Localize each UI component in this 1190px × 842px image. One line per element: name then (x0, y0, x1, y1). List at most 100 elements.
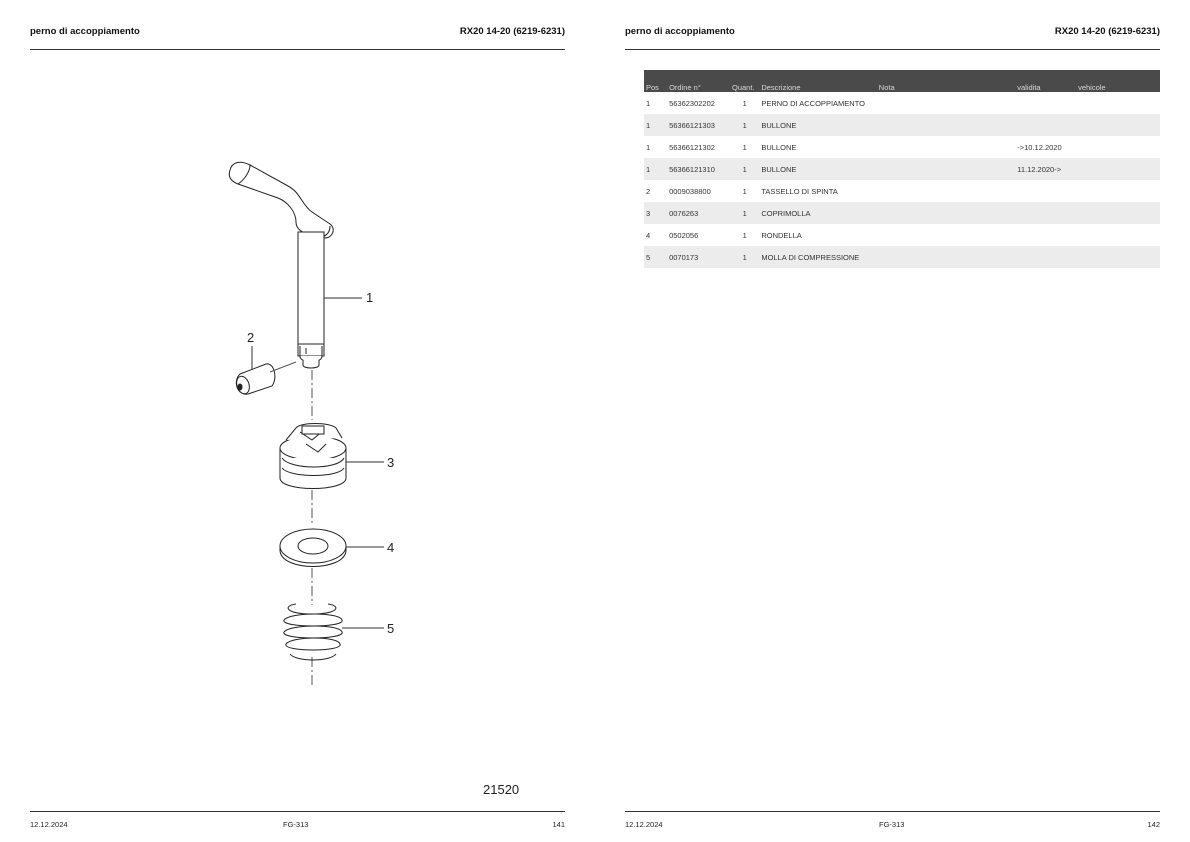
cell-quant: 1 (729, 202, 760, 224)
parts-table: Pos Ordine n° Quant. Descrizione Nota va… (644, 70, 1160, 268)
cell-descrizione: MOLLA DI COMPRESSIONE (759, 246, 877, 268)
callout-5: 5 (387, 621, 395, 636)
part-5-compression-spring (283, 603, 343, 661)
cell-nota (876, 246, 1016, 268)
cell-descrizione: COPRIMOLLA (759, 202, 877, 224)
table-row: 1 56366121302 1 BULLONE ->10.12.2020 (644, 136, 1160, 158)
cell-vehicole (1076, 114, 1160, 136)
cell-nota (876, 114, 1016, 136)
header-quant: Quant. (729, 70, 760, 92)
cell-vehicole (1076, 158, 1160, 180)
callout-4: 4 (387, 540, 395, 555)
exploded-drawing (228, 161, 384, 685)
callout-2: 2 (247, 330, 255, 345)
cell-descrizione: RONDELLA (761, 230, 802, 240)
page-title: perno di accoppiamento (625, 26, 735, 37)
cell-validita (1015, 180, 1076, 202)
cell-ordine: 0076263 (667, 202, 730, 224)
footer-date: 12.12.2024 (30, 820, 68, 829)
cell-vehicole (1076, 224, 1160, 246)
cell-nota (876, 158, 1016, 180)
cell-pos: 5 (644, 246, 668, 268)
cell-pos: 3 (644, 202, 668, 224)
footer-page-number: 142 (1147, 820, 1160, 829)
footer-group: FG-313 (283, 820, 309, 829)
footer-rule (625, 811, 1160, 812)
cell-quant: 1 (742, 142, 747, 152)
header-ordine: Ordine n° (667, 70, 730, 92)
cell-quant: 1 (729, 158, 760, 180)
cell-vehicole (1076, 202, 1160, 224)
header-descrizione: Descrizione (759, 70, 877, 92)
cell-nota (877, 92, 1015, 114)
cell-descrizione: BULLONE (761, 142, 797, 152)
cell-vehicole (1076, 92, 1160, 114)
cell-nota (876, 202, 1016, 224)
table-row: 1 56366121303 1 BULLONE (644, 114, 1160, 136)
page-title: perno di accoppiamento (30, 26, 140, 37)
cell-validita (1015, 202, 1077, 224)
cell-ordine: 0009038800 (669, 186, 711, 196)
footer-page-number: 141 (552, 820, 565, 829)
cell-nota (877, 136, 1015, 158)
cell-vehicole (1076, 246, 1160, 268)
table-row: 5 0070173 1 MOLLA DI COMPRESSIONE (644, 246, 1160, 268)
table-row: 1 56366121310 1 BULLONE 11.12.2020-> (644, 158, 1160, 180)
cell-validita: ->10.12.2020 (1017, 142, 1062, 152)
header-vehicole: vehicole (1076, 70, 1160, 92)
cell-pos: 1 (646, 142, 651, 152)
cell-validita: 11.12.2020-> (1015, 158, 1077, 180)
model-label: RX20 14-20 (6219-6231) (459, 26, 565, 37)
cell-descrizione: PERNO DI ACCOPPIAMENTO (761, 98, 865, 108)
callout-1: 1 (366, 290, 374, 305)
cell-quant: 1 (742, 98, 747, 108)
table-row: 1 56362302202 1 PERNO DI ACCOPPIAMENTO (644, 92, 1160, 114)
cell-ordine: 56366121310 (667, 158, 730, 180)
table-row: 2 0009038800 1 TASSELLO DI SPINTA (644, 180, 1160, 202)
cell-ordine: 56362302202 (669, 98, 715, 108)
part-3-spring-cover (279, 423, 347, 489)
right-page: perno di accoppiamento RX20 14-20 (6219-… (595, 0, 1190, 842)
part-2-thrust-plug (235, 361, 297, 395)
footer-rule (30, 811, 565, 812)
cell-descrizione: BULLONE (759, 114, 877, 136)
cell-pos: 1 (646, 98, 651, 108)
table-row: 4 0502056 1 RONDELLA (644, 224, 1160, 246)
cell-validita (1015, 224, 1076, 246)
cell-vehicole (1076, 180, 1160, 202)
cell-ordine: 0070173 (667, 246, 730, 268)
footer-group: FG-313 (879, 820, 905, 829)
cell-quant: 1 (729, 246, 760, 268)
footer-date: 12.12.2024 (625, 820, 663, 829)
cell-ordine: 0502056 (669, 230, 699, 240)
cell-pos: 1 (644, 114, 668, 136)
part-4-washer (279, 528, 347, 567)
cell-descrizione: BULLONE (759, 158, 877, 180)
part-1-coupling-pin (228, 161, 334, 369)
header-rule (625, 49, 1160, 50)
header-validita: validita (1015, 70, 1077, 92)
cell-pos: 1 (644, 158, 668, 180)
cell-vehicole (1076, 136, 1160, 158)
table-header-row: Pos Ordine n° Quant. Descrizione Nota va… (644, 70, 1160, 92)
table-row: 3 0076263 1 COPRIMOLLA (644, 202, 1160, 224)
cell-ordine: 56366121303 (667, 114, 730, 136)
cell-pos: 2 (646, 186, 651, 196)
cell-nota (877, 180, 1015, 202)
cell-pos: 4 (646, 230, 651, 240)
leader-lines (251, 297, 384, 629)
cell-quant: 1 (742, 230, 747, 240)
header-rule (30, 49, 565, 50)
callout-3: 3 (387, 455, 395, 470)
cell-quant: 1 (729, 114, 760, 136)
cell-nota (877, 224, 1015, 246)
model-label: RX20 14-20 (6219-6231) (1054, 26, 1160, 37)
header-pos: Pos (644, 70, 668, 92)
header-nota: Nota (876, 70, 1016, 92)
left-page: perno di accoppiamento RX20 14-20 (6219-… (30, 26, 565, 829)
cell-ordine: 56366121302 (669, 142, 715, 152)
cell-validita (1015, 246, 1077, 268)
cell-validita (1015, 92, 1076, 114)
cell-quant: 1 (742, 186, 747, 196)
cell-validita (1015, 114, 1077, 136)
